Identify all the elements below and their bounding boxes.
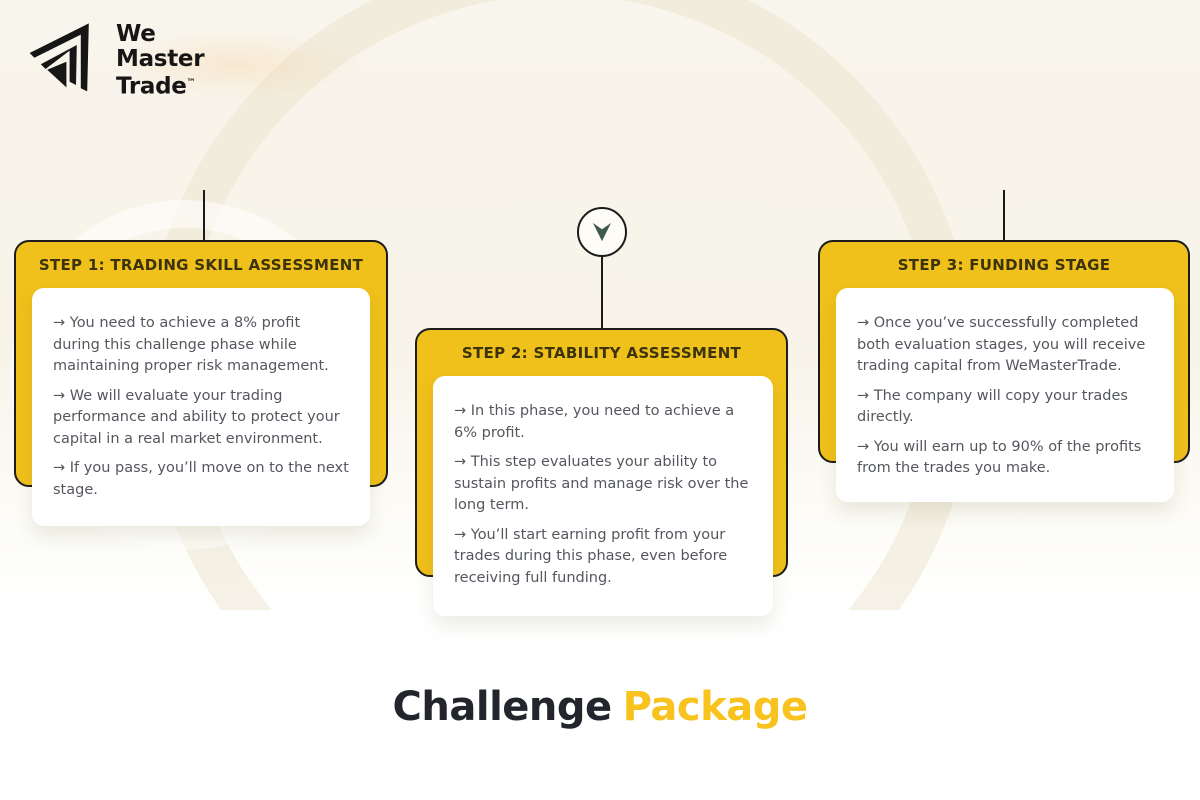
step1-card: STEP 1: TRADING SKILL ASSESSMENT → You n… (14, 240, 388, 526)
connector-line-step1 (203, 190, 205, 241)
step1-details-card: → You need to achieve a 8% profit during… (32, 288, 370, 526)
logo-word-trade: Trade™ (116, 74, 196, 101)
connector-line-step2 (601, 254, 603, 329)
page-title-accent: Package (622, 684, 808, 730)
step2-bullet: → In this phase, you need to achieve a 6… (454, 403, 735, 441)
step3-details-card: → Once you’ve successfully completed bot… (836, 288, 1174, 502)
logo-word-master: Master (116, 45, 205, 72)
watermark-glow (110, 30, 360, 100)
trademark-symbol: ™ (186, 78, 196, 89)
step1-bullet: → If you pass, you’ll move on to the nex… (53, 460, 349, 498)
step1-bullet: → We will evaluate your trading performa… (53, 387, 340, 447)
logo-arrow-icon (29, 23, 89, 92)
step2-bullet: → This step evaluates your ability to su… (454, 454, 749, 513)
step3-card: STEP 3: FUNDING STAGE → Once you’ve succ… (818, 240, 1190, 502)
step3-bullet: → You will earn up to 90% of the profits… (857, 438, 1142, 477)
logo-wordmark: We Master Trade™ (116, 21, 205, 101)
flow-direction-circle (577, 207, 627, 257)
wemastertrade-logo: We Master Trade™ (28, 16, 205, 106)
step3-bullet: → The company will copy your trades dire… (857, 387, 1128, 426)
logo-word-we: We (116, 21, 156, 48)
step2-details-card: → In this phase, you need to achieve a 6… (433, 376, 773, 616)
connector-line-step3 (1003, 190, 1005, 241)
step2-bullet: → You’ll start earning profit from your … (454, 526, 728, 586)
step2-card: STEP 2: STABILITY ASSESSMENT → In this p… (415, 328, 788, 616)
step2-title: STEP 2: STABILITY ASSESSMENT (461, 344, 742, 362)
chevron-down-icon (592, 222, 612, 242)
step3-title: STEP 3: FUNDING STAGE (897, 256, 1111, 274)
page-title-dark: Challenge (392, 684, 613, 730)
step1-bullet: → You need to achieve a 8% profit during… (53, 315, 329, 374)
step1-title: STEP 1: TRADING SKILL ASSESSMENT (38, 256, 364, 274)
step3-bullet: → Once you’ve successfully completed bot… (857, 315, 1146, 374)
